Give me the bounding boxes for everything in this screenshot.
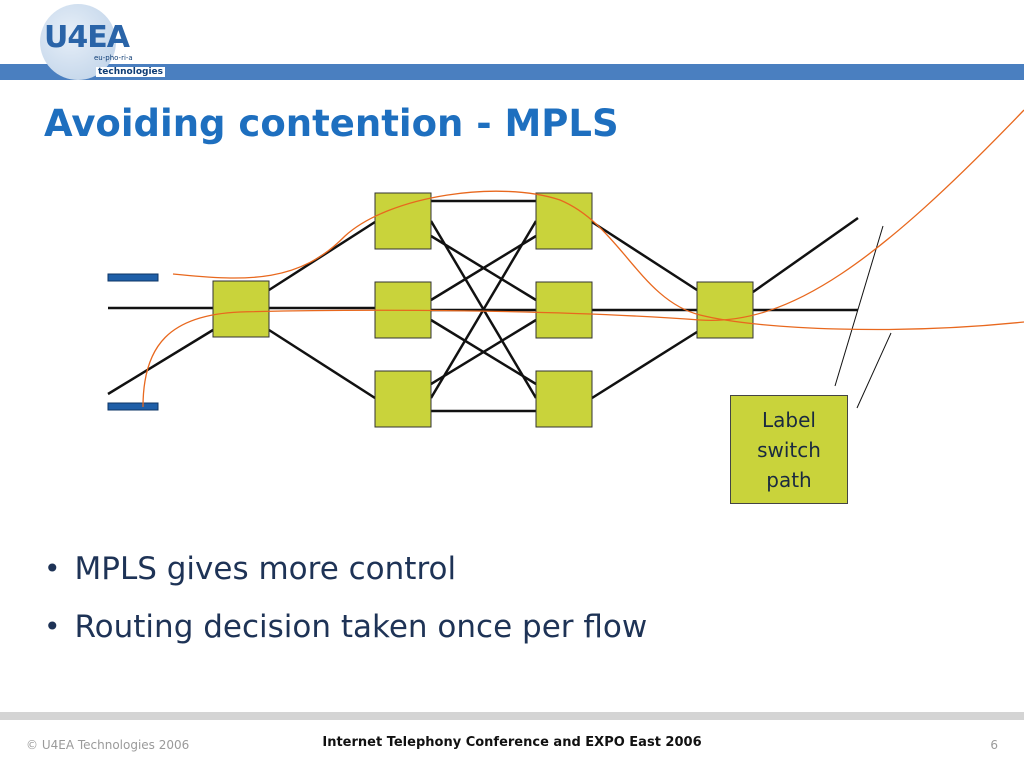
router-node [374,370,432,428]
link [591,330,698,400]
lsp-path-lower [142,109,1024,408]
endpoint-marker [107,273,159,282]
link [429,220,538,399]
bullet-item: • MPLS gives more control [44,540,647,598]
header-bar [0,64,1024,80]
footer-event: Internet Telephony Conference and EXPO E… [322,735,702,750]
page-number: 6 [990,738,998,752]
link [752,216,859,294]
lsp-path-upper [172,190,1024,331]
bullet-marker: • [44,552,61,585]
logo-wordmark: U4EA [44,20,130,55]
label-pointers [834,225,892,409]
router-node [535,281,593,339]
router-node [212,280,270,338]
logo-tagline: eu-pho-ri-a [94,54,133,62]
pointer-line [856,332,892,409]
link [430,234,537,302]
endpoints [107,273,159,411]
bullet-item: • Routing decision taken once per flow [44,598,647,656]
router-nodes [212,192,754,428]
u4ea-logo: U4EA eu-pho-ri-a technologies [36,4,165,84]
bullet-marker: • [44,610,61,643]
label-switch-path-callout: Label switch path [730,395,848,504]
footer-copyright: © U4EA Technologies 2006 [26,738,190,752]
endpoint-marker [107,402,159,411]
link [107,328,214,396]
bullet-list: • MPLS gives more control • Routing deci… [44,540,647,656]
link [430,318,537,386]
router-node [696,281,754,339]
footer-bar [0,712,1024,720]
callout-line: Label [762,407,816,432]
bullet-text: Routing decision taken once per flow [74,609,648,645]
bullet-text: MPLS gives more control [74,551,457,587]
link [591,220,698,292]
slide-title: Avoiding contention - MPLS [44,102,619,145]
callout-line: path [766,467,812,492]
pointer-line [834,225,884,387]
callout-line: switch [757,437,821,462]
label-switch-paths [142,109,1024,408]
router-node [535,370,593,428]
callout-text: Label switch path [744,405,834,495]
network-links [107,199,859,413]
link [268,328,376,400]
logo-subtitle: technologies [96,67,165,77]
router-node [374,192,432,250]
link [268,220,376,292]
